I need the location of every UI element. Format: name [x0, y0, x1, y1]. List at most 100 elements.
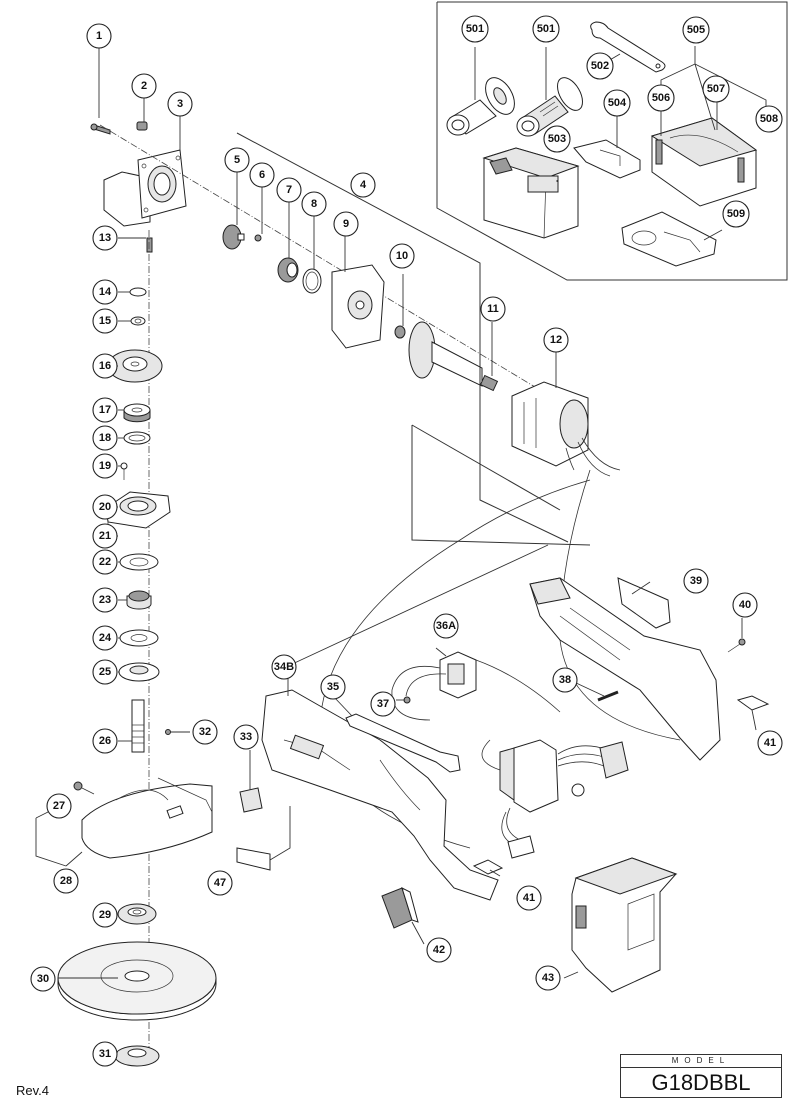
svg-text:31: 31 — [99, 1048, 111, 1060]
callout-38[interactable]: 38 — [552, 667, 578, 693]
callout-19[interactable]: 19 — [92, 453, 118, 479]
armature-11 — [408, 321, 499, 392]
callout-42[interactable]: 42 — [426, 937, 452, 963]
wrench — [590, 21, 666, 73]
callout-5[interactable]: 5 — [224, 147, 250, 173]
svg-text:43: 43 — [542, 972, 554, 984]
callout-40[interactable]: 40 — [732, 592, 758, 618]
packing-gland-20 — [105, 491, 171, 529]
label-41-left — [472, 859, 504, 875]
rubber-ring-8 — [302, 268, 322, 294]
svg-text:508: 508 — [760, 113, 778, 125]
svg-text:17: 17 — [99, 404, 111, 416]
wheel-guard-28 — [81, 777, 213, 859]
svg-text:47: 47 — [214, 877, 226, 889]
model-title-block: MODEL G18DBBL — [620, 1054, 782, 1098]
callout-32[interactable]: 32 — [192, 719, 218, 745]
callout-25[interactable]: 25 — [92, 659, 118, 685]
bevel-gear-16 — [107, 349, 163, 383]
svg-text:504: 504 — [608, 97, 627, 109]
svg-text:13: 13 — [99, 232, 111, 244]
case-foam-insert — [621, 211, 717, 267]
callout-36A[interactable]: 36A — [433, 613, 459, 639]
callout-14[interactable]: 14 — [92, 279, 118, 305]
hook-cover-42 — [381, 887, 419, 929]
svg-text:23: 23 — [99, 594, 111, 606]
callout-30[interactable]: 30 — [30, 966, 56, 992]
callout-502[interactable]: 502 — [586, 52, 614, 80]
battery-43 — [571, 857, 678, 993]
bearing-cover-18 — [123, 431, 151, 445]
callout-33[interactable]: 33 — [233, 724, 259, 750]
callout-508[interactable]: 508 — [755, 105, 783, 133]
callout-503[interactable]: 503 — [543, 125, 571, 153]
callout-1[interactable]: 1 — [86, 23, 112, 49]
callout-22[interactable]: 22 — [92, 549, 118, 575]
callout-11[interactable]: 11 — [480, 296, 506, 322]
svg-text:37: 37 — [377, 698, 389, 710]
screw-19 — [120, 462, 128, 480]
callout-505[interactable]: 505 — [682, 16, 710, 44]
callout-4[interactable]: 4 — [350, 172, 376, 198]
controller-wiring-unit — [481, 739, 629, 859]
callout-507[interactable]: 507 — [702, 75, 730, 103]
callout-12[interactable]: 12 — [543, 327, 569, 353]
callout-24[interactable]: 24 — [92, 625, 118, 651]
wheel-washer-25 — [118, 662, 160, 682]
gear-housing — [103, 149, 187, 227]
svg-text:5: 5 — [234, 154, 240, 166]
callout-31[interactable]: 31 — [92, 1041, 118, 1067]
callout-15[interactable]: 15 — [92, 308, 118, 334]
callout-18[interactable]: 18 — [92, 425, 118, 451]
callout-34B[interactable]: 34B — [271, 654, 297, 680]
callout-27[interactable]: 27 — [46, 793, 72, 819]
callout-20[interactable]: 20 — [92, 494, 118, 520]
screw-6 — [254, 234, 262, 242]
svg-text:35: 35 — [327, 681, 339, 693]
battery-charger — [482, 147, 580, 239]
callout-47[interactable]: 47 — [207, 870, 233, 896]
callout-9[interactable]: 9 — [333, 211, 359, 237]
svg-text:14: 14 — [99, 286, 112, 298]
screw-1 — [90, 123, 111, 135]
callout-23[interactable]: 23 — [92, 587, 118, 613]
callout-16[interactable]: 16 — [92, 353, 118, 379]
callout-41-left[interactable]: 41 — [516, 885, 542, 911]
callout-501-right[interactable]: 501 — [532, 15, 560, 43]
callout-17[interactable]: 17 — [92, 397, 118, 423]
svg-text:34B: 34B — [274, 661, 294, 673]
callout-37[interactable]: 37 — [370, 691, 396, 717]
callout-501-left[interactable]: 501 — [461, 15, 489, 43]
callout-504[interactable]: 504 — [603, 89, 631, 117]
svg-text:36A: 36A — [436, 620, 456, 632]
svg-text:501: 501 — [537, 23, 555, 35]
svg-text:29: 29 — [99, 909, 111, 921]
plate-35 — [345, 713, 461, 773]
callout-39[interactable]: 39 — [683, 568, 709, 594]
callout-29[interactable]: 29 — [92, 902, 118, 928]
callout-13[interactable]: 13 — [92, 225, 118, 251]
svg-text:6: 6 — [259, 169, 265, 181]
svg-text:509: 509 — [727, 208, 745, 220]
callout-509[interactable]: 509 — [722, 200, 750, 228]
callout-7[interactable]: 7 — [276, 177, 302, 203]
callout-28[interactable]: 28 — [53, 868, 79, 894]
callout-10[interactable]: 10 — [389, 243, 415, 269]
svg-text:503: 503 — [548, 133, 566, 145]
callout-41-right[interactable]: 41 — [757, 730, 783, 756]
callout-26[interactable]: 26 — [92, 728, 118, 754]
callout-43[interactable]: 43 — [535, 965, 561, 991]
callout-2[interactable]: 2 — [131, 73, 157, 99]
svg-text:28: 28 — [60, 875, 72, 887]
callout-3[interactable]: 3 — [167, 91, 193, 117]
washer-24 — [119, 629, 159, 647]
svg-text:502: 502 — [591, 60, 609, 72]
washer-22 — [119, 553, 159, 571]
callout-21[interactable]: 21 — [92, 523, 118, 549]
callout-506[interactable]: 506 — [647, 84, 675, 112]
callout-35[interactable]: 35 — [320, 674, 346, 700]
svg-text:25: 25 — [99, 666, 111, 678]
callout-6[interactable]: 6 — [249, 162, 275, 188]
callout-8[interactable]: 8 — [301, 191, 327, 217]
